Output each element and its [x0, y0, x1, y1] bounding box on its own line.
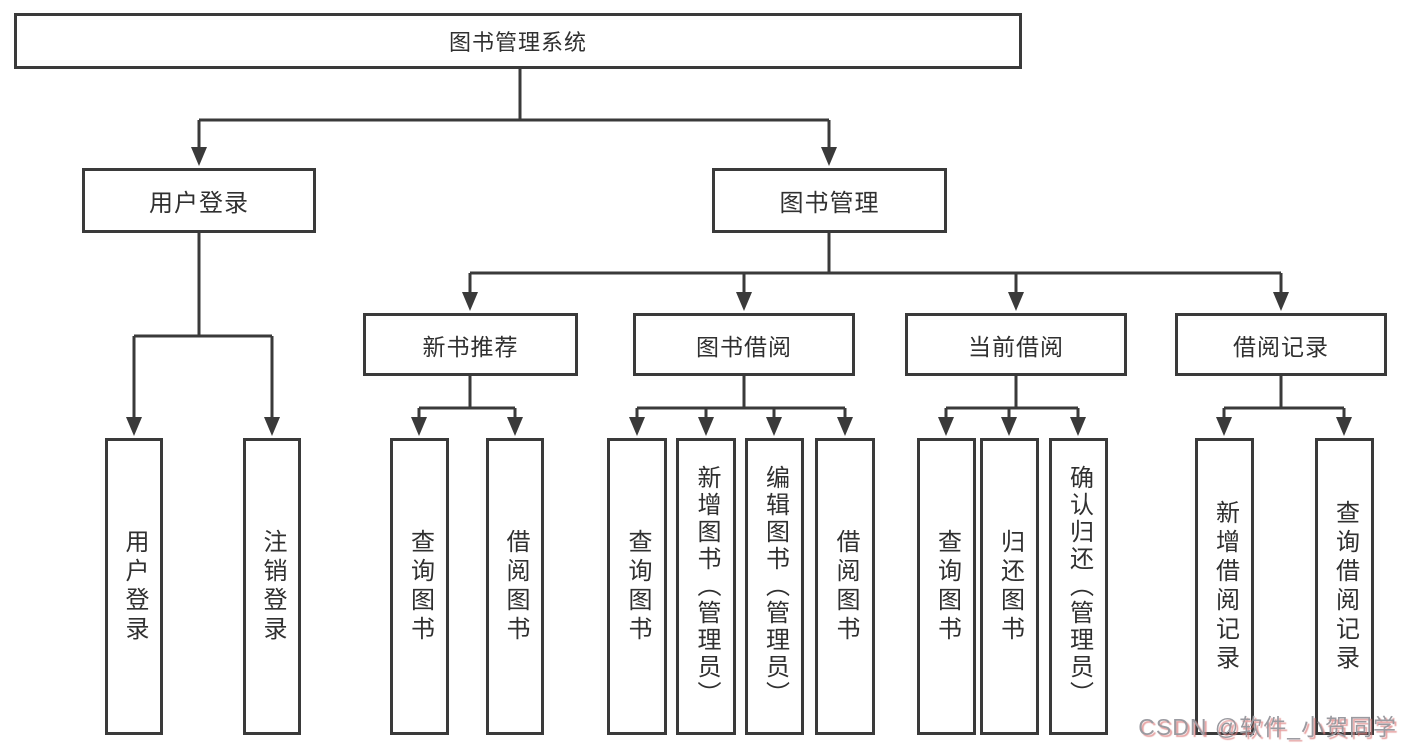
leaf-query-books-recommend: 查询图书	[390, 438, 449, 735]
node-user-login: 用户登录	[82, 168, 316, 233]
node-new-book-recommend: 新书推荐	[363, 313, 578, 376]
leaf-confirm-return-admin: 确认归还（管理员）	[1049, 438, 1108, 735]
leaf-query-books-current: 查询图书	[917, 438, 976, 735]
leaf-add-books-admin: 新增图书（管理员）	[676, 438, 736, 735]
leaf-edit-books-admin: 编辑图书（管理员）	[745, 438, 804, 735]
node-book-management: 图书管理	[712, 168, 947, 233]
node-book-borrow: 图书借阅	[633, 313, 855, 376]
leaf-query-borrow-record: 查询借阅记录	[1315, 438, 1374, 735]
leaf-borrow-books: 借阅图书	[815, 438, 875, 735]
node-current-borrow: 当前借阅	[905, 313, 1127, 376]
leaf-return-books: 归还图书	[980, 438, 1039, 735]
leaf-borrow-books-recommend: 借阅图书	[486, 438, 544, 735]
leaf-query-books-borrow: 查询图书	[607, 438, 667, 735]
leaf-user-login: 用户登录	[105, 438, 163, 735]
node-borrow-records: 借阅记录	[1175, 313, 1387, 376]
leaf-logout: 注销登录	[243, 438, 301, 735]
node-book-management-system: 图书管理系统	[14, 13, 1022, 69]
csdn-watermark: CSDN @软件_小贺同学	[1138, 714, 1397, 740]
leaf-add-borrow-record: 新增借阅记录	[1195, 438, 1254, 735]
